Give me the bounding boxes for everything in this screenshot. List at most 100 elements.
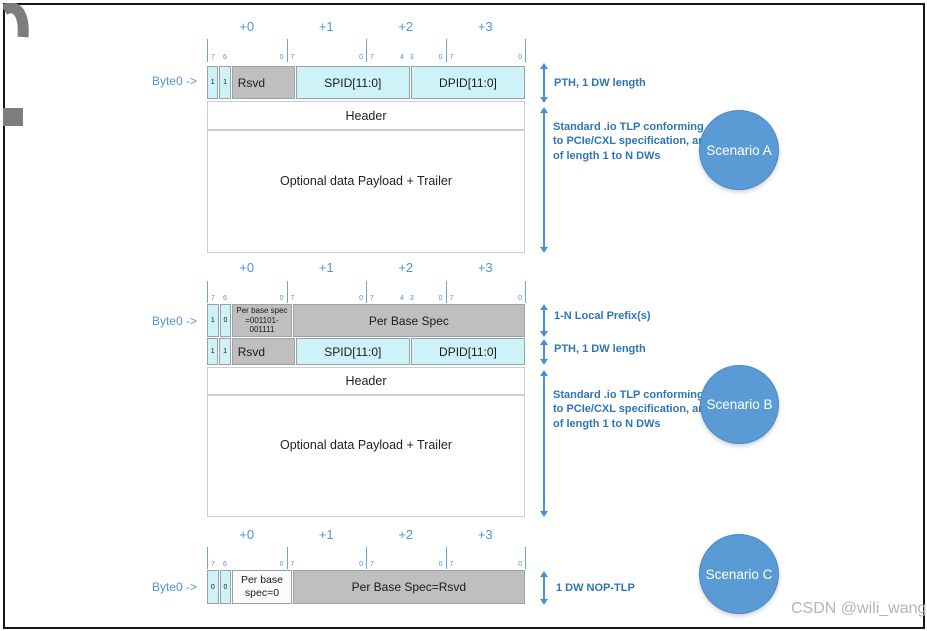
bit-ruler: 7 6 0 7 0 7 4 3 0 7 0 xyxy=(207,39,526,62)
bit-number: 6 xyxy=(223,295,227,302)
per-base-spec0-cell: Per base spec=0 xyxy=(232,570,292,604)
header-box: Header xyxy=(207,101,525,130)
bit-number: 6 xyxy=(223,561,227,568)
bit-number: 6 xyxy=(223,54,227,61)
bit-number: 4 3 xyxy=(399,295,416,302)
pth-row: 1 1 Rsvd SPID[11:0] DPID[11:0] xyxy=(207,66,525,99)
bit-ruler-byte2: 7 4 3 0 xyxy=(366,281,446,303)
bit-ruler-byte3: 7 0 xyxy=(445,281,526,303)
bit-number: 0 xyxy=(279,561,284,568)
byte-offset-labels: +0 +1 +2 +3 xyxy=(207,527,525,543)
bit7-cell: 1 xyxy=(207,66,219,99)
payload-box: Optional data Payload + Trailer xyxy=(207,395,525,517)
bit6-cell: 0 xyxy=(219,304,232,337)
tlp-extent-arrow xyxy=(539,370,548,517)
byte0-pointer: Byte0 -> xyxy=(151,314,197,328)
bit-ruler-byte0: 7 6 0 xyxy=(207,281,287,303)
bit-number: 7 xyxy=(211,54,215,61)
bit-ruler: 7 6 0 7 0 7 4 3 0 7 0 xyxy=(207,281,526,303)
bit-number: 0 xyxy=(359,561,363,568)
rsvd-cell: Rsvd xyxy=(231,66,295,99)
bit-number: 0 xyxy=(518,561,522,568)
bit-number: 0 xyxy=(438,561,443,568)
bit-number: 7 xyxy=(290,295,295,302)
bit-number: 0 xyxy=(359,54,363,61)
byte-offset-label: +0 xyxy=(239,527,255,542)
byte-offset-label: +2 xyxy=(398,19,414,34)
bit-number: 7 xyxy=(449,54,454,61)
pth-row: 1 1 Rsvd SPID[11:0] DPID[11:0] xyxy=(207,338,525,365)
byte0-pointer: Byte0 -> xyxy=(151,580,197,594)
tlp-annotation: Standard .io TLP conforming to PCIe/CXL … xyxy=(553,389,712,430)
local-prefix-row: 1 0 Per base spec =001101- 001111 Per Ba… xyxy=(207,304,525,337)
local-prefix-annotation: 1-N Local Prefix(s) xyxy=(554,310,651,322)
bit-ruler-byte2: 7 4 3 0 xyxy=(366,39,446,62)
bit-ruler-byte2: 7 0 xyxy=(366,547,446,569)
bit-number: 0 xyxy=(359,295,363,302)
bit-ruler-byte3: 7 0 xyxy=(445,39,526,62)
bit-number: 0 xyxy=(518,295,522,302)
cropped-corner-glyph xyxy=(3,3,29,126)
bit-number: 7 xyxy=(211,295,215,302)
pth-extent-arrow xyxy=(539,339,548,365)
bit-ruler-byte1: 7 0 xyxy=(286,547,367,569)
byte-offset-label: +3 xyxy=(477,260,493,275)
bit7-cell: 1 xyxy=(207,338,219,365)
bit6-cell: 0 xyxy=(219,570,232,604)
spid-cell: SPID[11:0] xyxy=(295,66,410,99)
bit-number: 7 xyxy=(370,54,374,61)
nop-extent-arrow xyxy=(539,571,548,605)
scenario-c-badge: Scenario C xyxy=(699,534,779,614)
image-border xyxy=(3,3,925,629)
bit-ruler-byte0: 7 6 0 xyxy=(207,547,287,569)
scenario-b-badge: Scenario B xyxy=(700,365,779,444)
pth-annotation: PTH, 1 DW length xyxy=(554,343,646,355)
dpid-cell: DPID[11:0] xyxy=(410,66,525,99)
bit-number: 0 xyxy=(438,54,443,61)
bit-number: 7 xyxy=(211,561,215,568)
spid-cell: SPID[11:0] xyxy=(295,338,410,365)
bit-number: 0 xyxy=(279,295,284,302)
byte-offset-label: +0 xyxy=(239,19,255,34)
tlp-extent-arrow xyxy=(539,107,548,253)
payload-box: Optional data Payload + Trailer xyxy=(207,130,525,253)
bit-number: 7 xyxy=(290,561,295,568)
per-base-spec-cell: Per Base Spec xyxy=(292,304,525,337)
nop-annotation: 1 DW NOP-TLP xyxy=(556,582,635,594)
tlp-annotation: Standard .io TLP conforming to PCIe/CXL … xyxy=(553,121,712,162)
byte-offset-label: +0 xyxy=(239,260,255,275)
pth-extent-arrow xyxy=(539,63,548,103)
bit-ruler-byte0: 7 6 0 xyxy=(207,39,287,62)
dpid-cell: DPID[11:0] xyxy=(410,338,525,365)
bit7-cell: 1 xyxy=(207,304,219,337)
bit-number: 0 xyxy=(279,54,284,61)
bit-ruler-byte1: 7 0 xyxy=(286,39,367,62)
bit6-cell: 1 xyxy=(219,66,231,99)
bit-number: 7 xyxy=(290,54,295,61)
prefix-extent-arrow xyxy=(539,304,548,337)
per-base-spec-rsvd-cell: Per Base Spec=Rsvd xyxy=(292,570,525,604)
byte0-pointer: Byte0 -> xyxy=(151,74,197,88)
byte-offset-label: +3 xyxy=(477,19,493,34)
byte-offset-label: +2 xyxy=(398,527,414,542)
byte-offset-labels: +0 +1 +2 +3 xyxy=(207,260,525,276)
bit-number: 7 xyxy=(370,295,374,302)
bit-number: 0 xyxy=(518,54,522,61)
byte-offset-label: +1 xyxy=(318,19,334,34)
rsvd-cell: Rsvd xyxy=(231,338,295,365)
bit6-cell: 1 xyxy=(219,338,231,365)
byte-offset-label: +2 xyxy=(398,260,414,275)
bit-ruler: 7 6 0 7 0 7 0 7 0 xyxy=(207,547,526,569)
bit7-cell: 0 xyxy=(207,570,219,604)
bit-ruler-byte1: 7 0 xyxy=(286,281,367,303)
byte-offset-label: +1 xyxy=(318,260,334,275)
byte-offset-label: +3 xyxy=(477,527,493,542)
byte-offset-label: +1 xyxy=(318,527,334,542)
bit-number: 7 xyxy=(370,561,374,568)
byte-offset-labels: +0 +1 +2 +3 xyxy=(207,19,525,35)
header-box: Header xyxy=(207,367,525,395)
pth-annotation: PTH, 1 DW length xyxy=(554,77,646,89)
watermark: CSDN @wili_wang xyxy=(791,600,927,617)
bit-ruler-byte3: 7 0 xyxy=(445,547,526,569)
nop-tlp-row: 0 0 Per base spec=0 Per Base Spec=Rsvd xyxy=(207,570,525,604)
